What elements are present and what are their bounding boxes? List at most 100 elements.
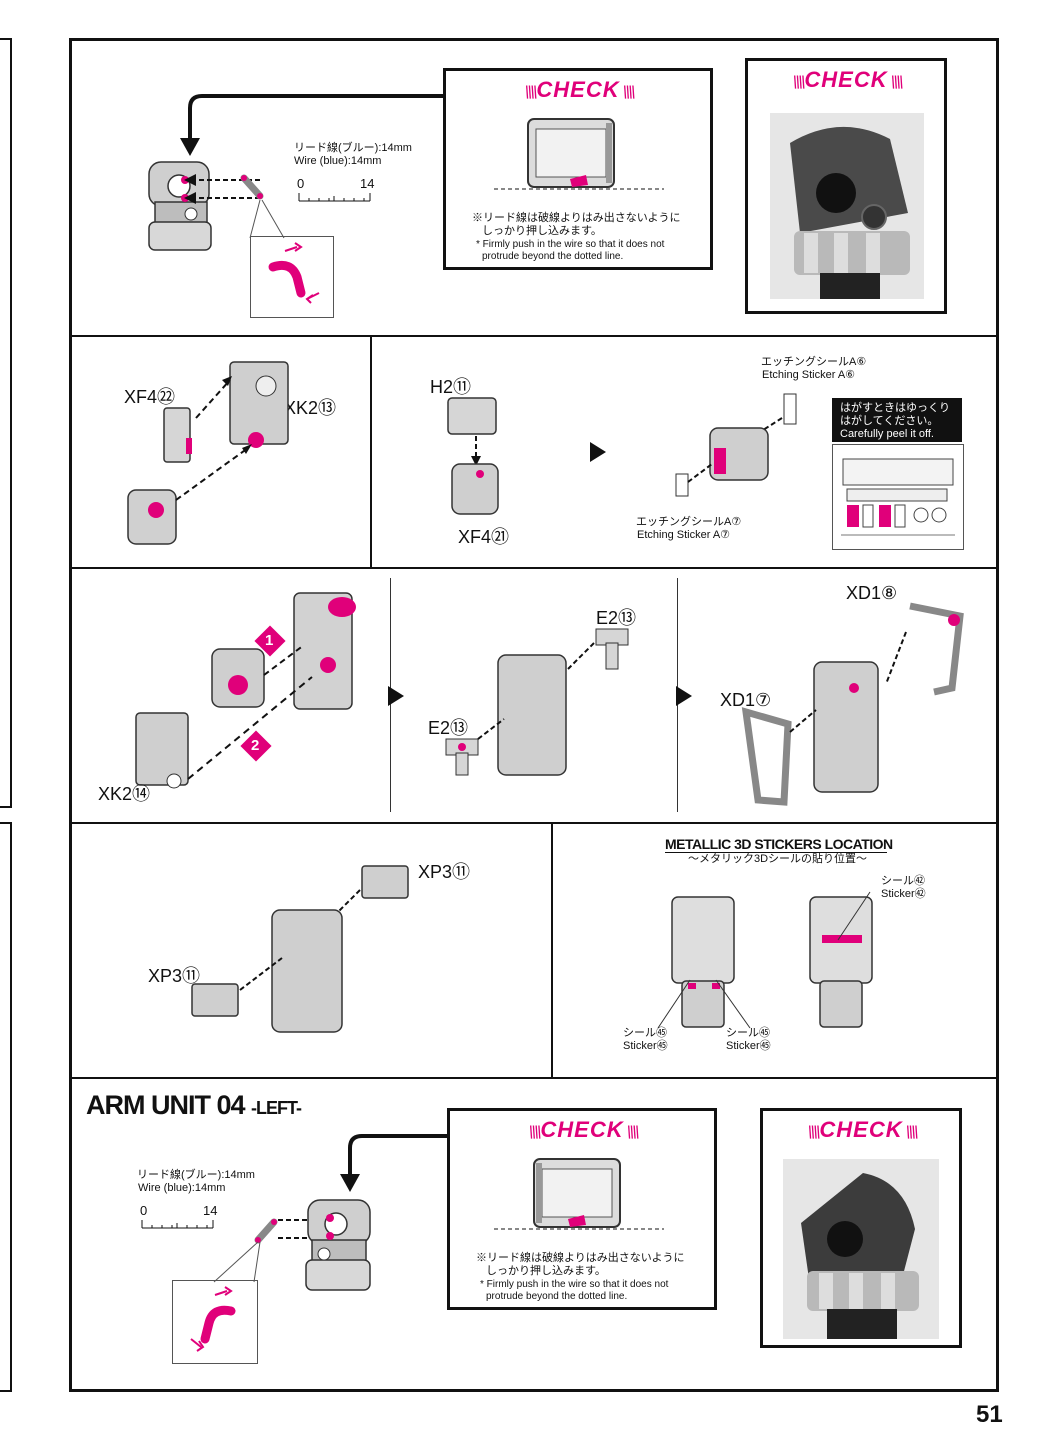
sticker-leader-lines	[657, 891, 871, 1029]
step-arrow-icon	[676, 686, 692, 706]
etching-a7-en: Etching Sticker A⑦	[637, 529, 731, 541]
stripe-decor-left: ⧹⧹⧹⧹	[791, 74, 805, 90]
arm-unit-heading: ARM UNIT 04 -LEFT-	[86, 1090, 302, 1121]
check-title: ⧹⧹⧹⧹ CHECK ⧹⧹⧹⧹	[446, 77, 710, 103]
ruler-end: 14	[360, 176, 375, 191]
check-box-photo-bottom: ⧹⧹⧹⧹ CHECK ⧹⧹⧹⧹	[760, 1108, 962, 1348]
ruler-end: 14	[203, 1203, 218, 1218]
check-box-photo-top: ⧹⧹⧹⧹ CHECK ⧹⧹⧹⧹	[745, 58, 947, 314]
check-note-jp-2: しっかり押し込みます。	[482, 225, 602, 237]
sticker45a-en: Sticker㊺	[623, 1040, 668, 1052]
check-title: ⧹⧹⧹⧹ CHECK ⧹⧹⧹⧹	[763, 1117, 959, 1143]
inset-pointer	[213, 1241, 261, 1283]
wire-piece	[254, 1218, 278, 1244]
check-note-en-1: * Firmly push in the wire so that it doe…	[480, 1279, 669, 1290]
wire-label-en: Wire (blue):14mm	[294, 155, 382, 167]
wire-piece	[240, 174, 264, 200]
check-note-en-2: protrude beyond the dotted line.	[482, 251, 624, 262]
ruler-start: 0	[140, 1203, 148, 1218]
peel-note-box: はがすときはゆっくり はがしてください。 Carefully peel it o…	[832, 398, 962, 442]
etching-sheet-drawing	[841, 458, 955, 536]
label-e2-13-bottom: E2⑬	[428, 718, 469, 738]
sticker45b-jp: シール㊺	[726, 1027, 770, 1039]
joint-photo-render	[801, 1173, 919, 1339]
sticker-location-back	[809, 896, 873, 1028]
wire-label-jp: リード線(ブルー):14mm	[294, 142, 412, 154]
assembly-xp3	[191, 865, 409, 1033]
peel-note-jp-2: はがしてください。	[840, 415, 939, 427]
stripe-decor-right: ⧹⧹⧹⧹	[623, 1124, 638, 1140]
label-xk2-14: XK2⑭	[98, 784, 151, 804]
flow-arrow	[340, 1134, 450, 1192]
left-page-bracket-bottom	[0, 822, 12, 1392]
wire-detail-inset	[172, 1280, 258, 1364]
stripe-decor-left: ⧹⧹⧹⧹	[527, 1124, 541, 1140]
assembled-joint-photo	[770, 113, 924, 299]
label-xf4-21: XF4㉑	[458, 527, 510, 547]
stripe-decor-right: ⧹⧹⧹⧹	[887, 74, 902, 90]
joint-part-drawing	[305, 1199, 371, 1291]
ruler-14mm	[141, 1220, 214, 1229]
check-title-text: CHECK	[536, 77, 620, 102]
etching-sheet	[832, 444, 964, 550]
label-xk2-13: XK2⑬	[284, 398, 337, 418]
left-page-bracket-top	[0, 38, 12, 808]
inset-pointer	[249, 199, 285, 239]
metallic-subtitle: 〜メタリック3Dシールの貼り位置〜	[688, 853, 868, 865]
check-title: ⧹⧹⧹⧹ CHECK ⧹⧹⧹⧹	[748, 67, 944, 93]
sticker42-jp: シール㊷	[881, 875, 925, 887]
check-note-jp-1: ※リード線は破線よりはみ出さないように	[472, 212, 681, 224]
check-title-text: CHECK	[540, 1117, 624, 1142]
assembly-xf4-xk2	[127, 361, 289, 545]
step-arrow-icon	[590, 442, 606, 462]
check-title-text: CHECK	[819, 1117, 903, 1142]
divider-3	[72, 822, 997, 824]
metallic-title: METALLIC 3D STICKERS LOCATION	[665, 836, 893, 852]
wire-check-diagram	[494, 1158, 664, 1230]
check-note-jp-1: ※リード線は破線よりはみ出さないように	[476, 1252, 685, 1264]
sticker-location-front	[671, 896, 735, 1028]
ruler-14mm	[298, 193, 371, 202]
label-h2-11: H2⑪	[430, 377, 472, 397]
step-1-number: 1	[265, 632, 274, 649]
divider-v-4	[551, 824, 553, 1077]
joint-part-drawing	[148, 161, 212, 251]
check-title: ⧹⧹⧹⧹ CHECK ⧹⧹⧹⧹	[450, 1117, 714, 1143]
flow-arrow	[180, 94, 445, 156]
check-note-en-1: * Firmly push in the wire so that it doe…	[476, 239, 665, 250]
label-xf4-22: XF4㉒	[124, 387, 176, 407]
check-box-wire-top: ⧹⧹⧹⧹ CHECK ⧹⧹⧹⧹ ※リード線は破線よりはみ出さないように しっかり…	[443, 68, 713, 270]
label-xd1-7: XD1⑦	[720, 690, 772, 710]
bend-wire-icon	[268, 242, 320, 304]
step-2-number: 2	[251, 737, 260, 754]
label-xp3-11-left: XP3⑪	[148, 966, 201, 986]
divider-4	[72, 1077, 997, 1079]
divider-2	[72, 567, 997, 569]
check-note-en-2: protrude beyond the dotted line.	[486, 1291, 628, 1302]
stripe-decor-left: ⧹⧹⧹⧹	[806, 1124, 820, 1140]
stripe-decor-left: ⧹⧹⧹⧹	[523, 84, 537, 100]
etching-assembly	[675, 393, 797, 497]
divider-v-2a	[370, 337, 372, 567]
etching-a7-jp: エッチングシールA⑦	[636, 516, 742, 528]
check-title-text: CHECK	[804, 67, 888, 92]
wire-detail-inset	[250, 236, 334, 318]
assembly-e2	[445, 628, 629, 776]
wire-check-diagram	[494, 118, 664, 190]
label-xd1-8: XD1⑧	[846, 583, 898, 603]
page-frame	[69, 38, 999, 1392]
stripe-decor-right: ⧹⧹⧹⧹	[902, 1124, 917, 1140]
assembly-h2-xf4	[447, 397, 499, 515]
stripe-decor-right: ⧹⧹⧹⧹	[619, 84, 634, 100]
bend-wire-icon	[190, 1286, 236, 1352]
check-note-jp-2: しっかり押し込みます。	[486, 1265, 606, 1277]
assembled-joint-photo	[783, 1159, 939, 1339]
peel-note-en: Carefully peel it off.	[840, 428, 934, 440]
sticker42-en: Sticker㊷	[881, 888, 926, 900]
label-xp3-11-top: XP3⑪	[418, 862, 471, 882]
peel-note-jp-1: はがすときはゆっくり	[840, 402, 950, 414]
metallic-title-underline	[665, 852, 887, 853]
wire-label-en: Wire (blue):14mm	[138, 1182, 226, 1194]
label-e2-13-top: E2⑬	[596, 608, 637, 628]
ruler-start: 0	[297, 176, 305, 191]
